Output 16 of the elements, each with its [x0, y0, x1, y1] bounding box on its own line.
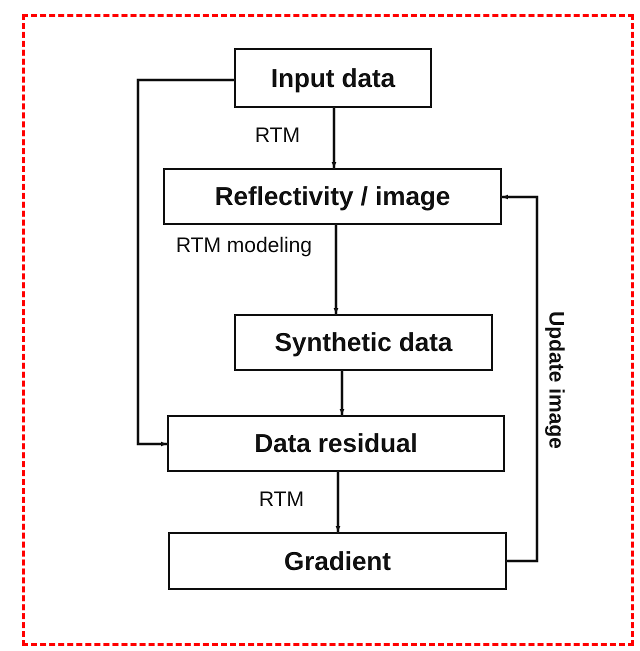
process-box	[234, 314, 493, 371]
process-box	[168, 532, 507, 590]
arrow	[334, 225, 338, 314]
box-label: Synthetic data	[274, 327, 452, 358]
process-box	[163, 168, 502, 225]
process-box	[234, 48, 432, 108]
arrow	[336, 472, 340, 532]
box-label: Gradient	[284, 546, 391, 576]
box-label: Input data	[270, 62, 396, 94]
arrow	[332, 108, 336, 168]
arrow	[502, 194, 538, 562]
box-label: Reflectivity / image	[214, 181, 450, 212]
box-label: Data residual	[254, 428, 418, 459]
arrow	[340, 371, 344, 415]
process-box	[167, 415, 505, 472]
arrow	[136, 78, 234, 446]
